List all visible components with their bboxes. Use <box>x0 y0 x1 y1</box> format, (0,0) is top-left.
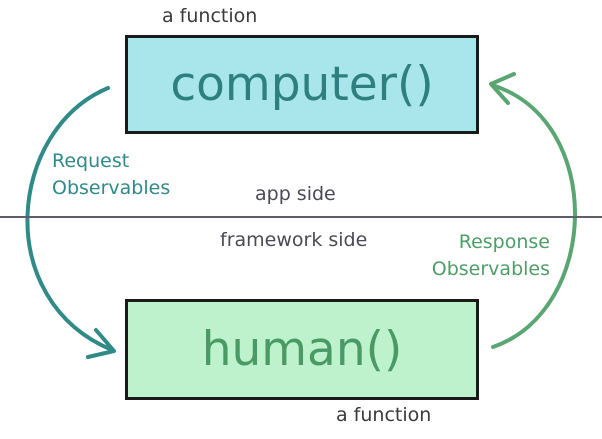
human-box: human() <box>125 299 479 400</box>
response-label-line1: Response <box>458 231 550 253</box>
request-label-line1: Request <box>52 150 130 172</box>
computer-caption: a function <box>162 5 258 27</box>
response-arrow <box>490 83 577 349</box>
request-arrow <box>25 86 114 352</box>
request-observables-label: Request Observables <box>52 148 170 201</box>
app-side-label: app side <box>255 183 336 205</box>
computer-box: computer() <box>125 35 479 134</box>
side-divider <box>0 216 602 218</box>
response-label-line2: Observables <box>431 257 550 280</box>
human-label: human() <box>201 322 403 377</box>
request-label-line2: Observables <box>52 176 171 199</box>
computer-label: computer() <box>170 57 434 112</box>
human-caption: a function <box>336 404 432 426</box>
response-observables-label: Response Observables <box>418 229 550 282</box>
response-arrowhead <box>489 72 516 105</box>
request-arrowhead <box>86 328 116 359</box>
framework-side-label: framework side <box>220 229 368 251</box>
